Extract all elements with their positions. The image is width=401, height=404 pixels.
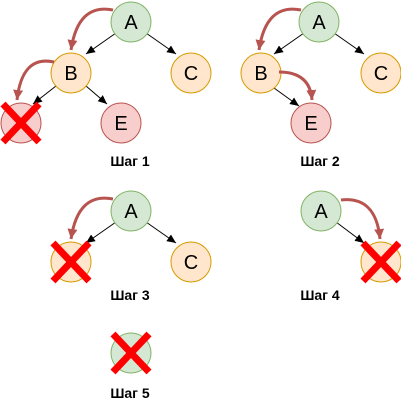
step-3-group: A C Шаг 3	[50, 190, 212, 303]
node-a: A	[110, 1, 152, 43]
step-2-label: Шаг 2	[300, 153, 340, 169]
node-a: A	[110, 190, 152, 232]
step-1-label: Шаг 1	[110, 153, 150, 169]
traversal-arrow-a-to-b	[255, 7, 302, 51]
edge-a-c	[335, 221, 365, 244]
node-c-label: C	[184, 63, 198, 85]
node-c-label: C	[184, 252, 198, 274]
node-a-label: A	[314, 201, 328, 223]
traversal-arrow-b-to-e	[278, 70, 317, 101]
step-4-group: A Шаг 4	[300, 190, 401, 303]
edge-a-c	[333, 32, 365, 55]
traversal-arrow-a-to-c	[340, 198, 385, 240]
node-c: C	[170, 52, 212, 94]
step-2-group: A B C E Шаг 2	[240, 1, 401, 169]
edge-b-d	[32, 85, 57, 105]
node-e-label: E	[304, 113, 317, 135]
edge-a-b	[85, 32, 117, 55]
edge-a-b	[85, 221, 117, 244]
node-e-label: E	[114, 113, 127, 135]
node-c: C	[360, 52, 401, 94]
edge-b-e	[273, 87, 300, 107]
step-5-group: Шаг 5	[110, 331, 152, 401]
cross-icon	[110, 331, 152, 375]
edge-a-b	[273, 32, 305, 55]
node-c: C	[170, 241, 212, 283]
edge-a-c	[145, 32, 177, 55]
traversal-arrow-a-to-b	[67, 7, 114, 51]
cross-icon	[360, 240, 401, 284]
node-a: A	[298, 1, 340, 43]
edge-a-c	[145, 221, 177, 244]
traversal-arrow-a-to-b	[67, 196, 114, 240]
node-e: E	[100, 102, 142, 144]
node-a-label: A	[124, 12, 138, 34]
cross-icon	[50, 240, 92, 284]
traversal-arrow-b-to-d	[13, 59, 55, 101]
edge-b-e	[85, 85, 108, 105]
node-b-label: B	[64, 63, 77, 85]
node-e: E	[290, 102, 332, 144]
node-a-label: A	[124, 201, 138, 223]
step-3-label: Шаг 3	[110, 287, 150, 303]
node-c-label: C	[374, 63, 388, 85]
step-4-label: Шаг 4	[300, 287, 340, 303]
node-b: B	[50, 52, 92, 94]
node-a: A	[300, 190, 342, 232]
node-a-label: A	[312, 12, 326, 34]
node-b: B	[240, 52, 282, 94]
node-b-label: B	[254, 63, 267, 85]
step-1-group: A B C E Шаг 1	[0, 1, 212, 169]
cross-icon	[0, 101, 42, 145]
step-5-label: Шаг 5	[110, 385, 150, 401]
